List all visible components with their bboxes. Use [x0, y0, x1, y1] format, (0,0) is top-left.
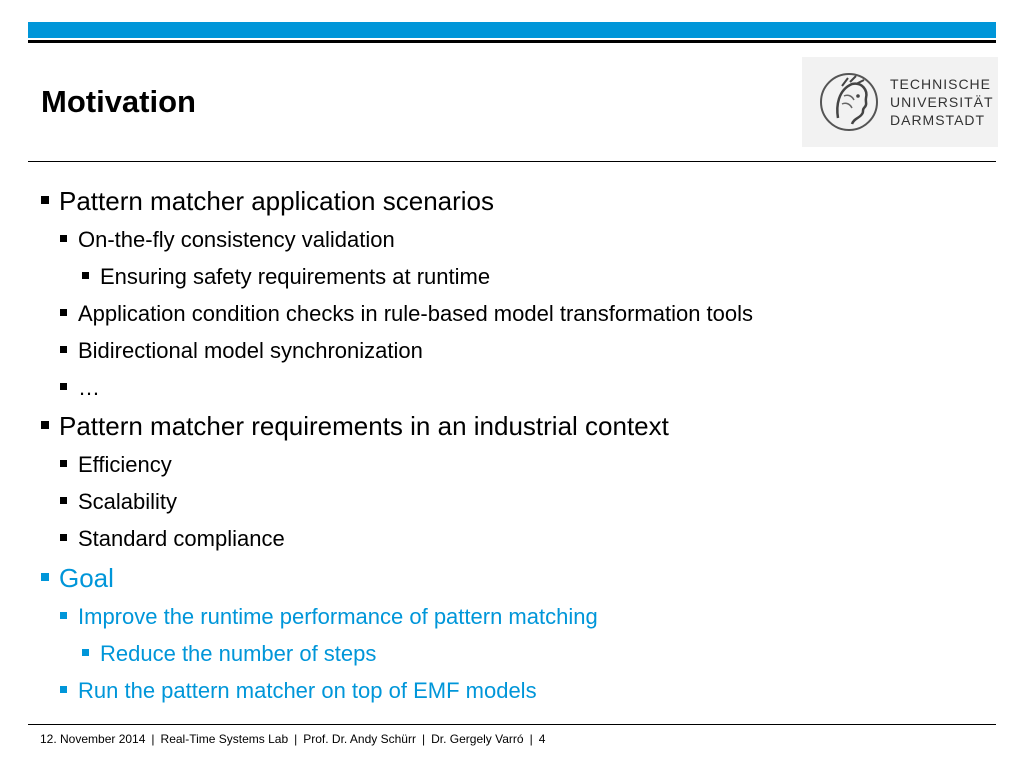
bullet-level-2: Scalability	[60, 488, 177, 516]
header-accent-bar	[28, 22, 996, 38]
logo-line-1: TECHNISCHE	[890, 76, 992, 92]
footer-separator: |	[421, 732, 426, 746]
square-bullet-icon	[41, 573, 49, 581]
athena-head-icon	[820, 73, 878, 131]
bullet-text: …	[78, 375, 100, 400]
bullet-level-1: Goal	[41, 562, 114, 594]
footer-page-number: 4	[538, 732, 546, 746]
square-bullet-icon	[60, 612, 67, 619]
bullet-level-1: Pattern matcher application scenarios	[41, 185, 494, 217]
bullet-level-2: …	[60, 374, 100, 402]
bullet-text: Reduce the number of steps	[100, 641, 377, 666]
bullet-level-2: Standard compliance	[60, 525, 285, 553]
square-bullet-icon	[60, 497, 67, 504]
bullet-level-1: Pattern matcher requirements in an indus…	[41, 410, 669, 442]
square-bullet-icon	[60, 309, 67, 316]
bullet-level-2: Improve the runtime performance of patte…	[60, 603, 598, 631]
logo-line-2: UNIVERSITÄT	[890, 94, 994, 110]
university-name: TECHNISCHE UNIVERSITÄT DARMSTADT	[890, 75, 994, 129]
footer-divider	[28, 724, 996, 725]
footer-date: 12. November 2014	[40, 732, 146, 746]
footer-separator: |	[529, 732, 533, 746]
slide-title: Motivation	[41, 84, 196, 119]
bullet-text: Scalability	[78, 489, 178, 514]
bullet-text: Pattern matcher requirements in an indus…	[59, 411, 669, 441]
header-dark-line	[28, 40, 996, 43]
square-bullet-icon	[60, 534, 67, 541]
bullet-text: On-the-fly consistency validation	[78, 227, 395, 252]
footer: 12. November 2014 | Real-Time Systems Lab |…	[40, 731, 545, 747]
square-bullet-icon	[41, 196, 49, 204]
square-bullet-icon	[82, 649, 89, 656]
bullet-text: Ensuring safety requirements at runtime	[100, 264, 491, 289]
bullet-text: Goal	[59, 563, 114, 593]
footer-author-2: Dr. Gergely Varró	[431, 732, 524, 746]
bullet-text: Bidirectional model synchronization	[78, 338, 423, 363]
header-divider	[28, 161, 996, 162]
square-bullet-icon	[60, 460, 67, 467]
bullet-text: Run the pattern matcher on top of EMF mo…	[78, 678, 537, 703]
bullet-level-2: Bidirectional model synchronization	[60, 337, 423, 365]
bullet-text: Improve the runtime performance of patte…	[78, 604, 598, 629]
bullet-text: Application condition checks in rule-bas…	[78, 301, 754, 326]
bullet-level-2: Efficiency	[60, 451, 172, 479]
square-bullet-icon	[60, 235, 67, 242]
square-bullet-icon	[60, 686, 67, 693]
bullet-level-3: Ensuring safety requirements at runtime	[82, 263, 490, 291]
footer-separator: |	[294, 732, 298, 746]
bullet-level-2: Application condition checks in rule-bas…	[60, 300, 753, 328]
bullet-text: Standard compliance	[78, 526, 285, 551]
university-logo: TECHNISCHE UNIVERSITÄT DARMSTADT	[802, 57, 998, 147]
bullet-level-2: On-the-fly consistency validation	[60, 226, 395, 254]
footer-lab: Real-Time Systems Lab	[160, 732, 289, 746]
footer-separator: |	[151, 732, 155, 746]
logo-line-3: DARMSTADT	[890, 112, 986, 128]
square-bullet-icon	[60, 346, 67, 353]
square-bullet-icon	[41, 421, 49, 429]
footer-author-1: Prof. Dr. Andy Schürr	[303, 732, 416, 746]
bullet-text: Efficiency	[78, 452, 172, 477]
square-bullet-icon	[60, 383, 67, 390]
bullet-level-2: Run the pattern matcher on top of EMF mo…	[60, 677, 537, 705]
bullet-text: Pattern matcher application scenarios	[59, 186, 495, 216]
square-bullet-icon	[82, 272, 89, 279]
bullet-level-3: Reduce the number of steps	[82, 640, 376, 668]
